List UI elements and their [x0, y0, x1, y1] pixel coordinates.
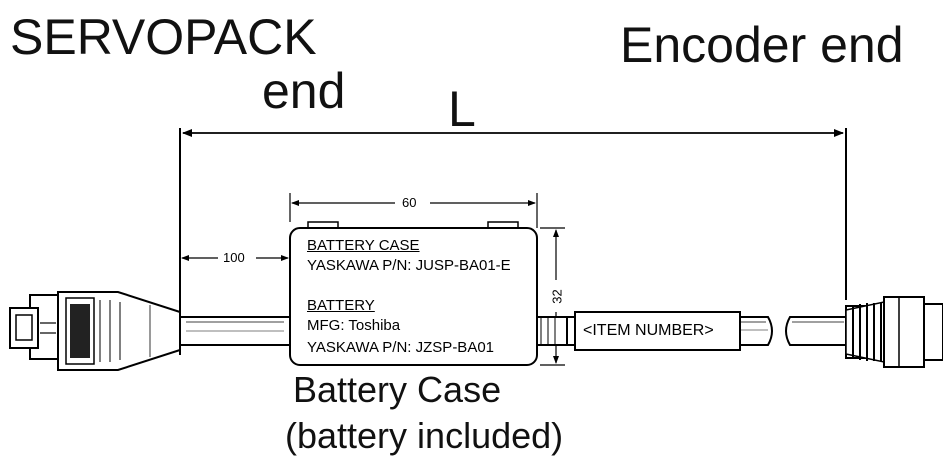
cable-right: [536, 311, 847, 351]
offset-dimension-label: 100: [220, 251, 248, 264]
caption-line-1: Battery Case: [293, 369, 502, 410]
battery-heading: BATTERY: [307, 297, 375, 314]
width-dimension-label: 60: [399, 196, 420, 209]
battery-part-number: YASKAWA P/N: JZSP-BA01: [307, 339, 495, 356]
caption-line-2: (battery included): [285, 415, 564, 456]
cable-left: [179, 316, 291, 346]
encoder-connector: [845, 296, 943, 368]
length-label: L: [448, 81, 476, 137]
battery-case-body: [289, 221, 538, 366]
battery-case-heading: BATTERY CASE: [307, 237, 420, 254]
item-number-tag: <ITEM NUMBER>: [583, 322, 714, 339]
servopack-end-label: end: [262, 63, 346, 119]
encoder-end-label: Encoder end: [620, 17, 904, 73]
height-dimension-label: 32: [550, 286, 565, 307]
width-dimension: [289, 193, 538, 228]
servopack-label: SERVOPACK: [10, 9, 317, 65]
battery-case-part-number: YASKAWA P/N: JUSP-BA01-E: [307, 257, 511, 274]
servopack-connector: [9, 291, 181, 371]
battery-manufacturer: MFG: Toshiba: [307, 317, 401, 334]
